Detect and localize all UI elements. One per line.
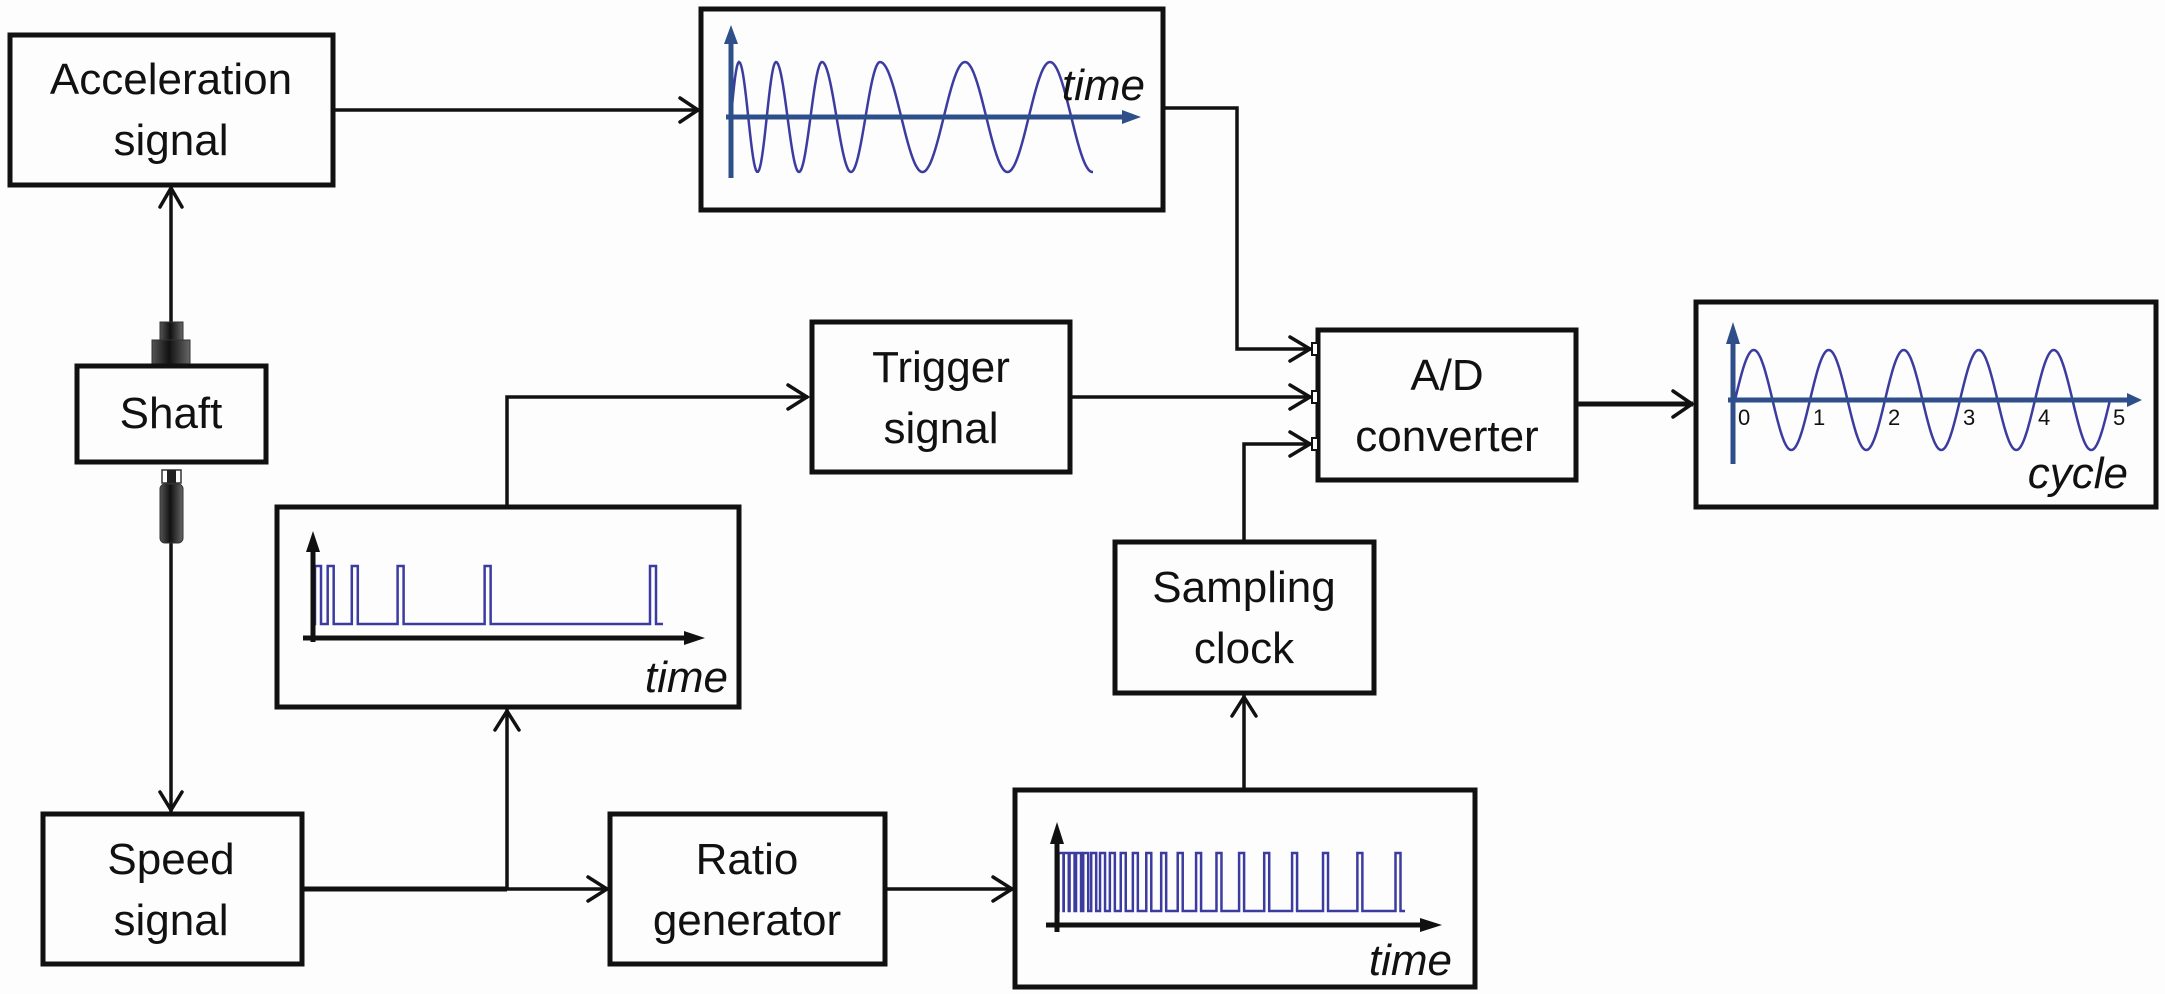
x-tick-label: 2 [1888, 405, 1900, 430]
block-ratio-generator: Ratio generator [607, 811, 888, 967]
block-label: signal [884, 404, 999, 453]
arrow-into-pulses [493, 707, 521, 732]
arrow-into-trigger [786, 383, 811, 411]
arrow-adc-input-1 [1288, 335, 1314, 363]
block-label: converter [1355, 412, 1538, 461]
plot-clock-pulses: time [1012, 787, 1478, 990]
x-axis-arrow-icon [684, 631, 705, 645]
x-tick-label: 5 [2113, 405, 2125, 430]
block-shaft: Shaft [74, 363, 269, 465]
arrow-adc-input-2 [1288, 383, 1314, 411]
block-label: Shaft [120, 389, 223, 438]
block-label: generator [653, 896, 841, 945]
block-label: Acceleration [50, 55, 292, 104]
block-label: clock [1194, 624, 1295, 673]
block-trigger-signal: Trigger signal [809, 319, 1073, 475]
adc-input-port [1311, 390, 1319, 404]
block-label: Trigger [872, 343, 1010, 392]
block-ad-converter: A/D converter [1311, 327, 1579, 483]
arrow-up-acceleration [158, 184, 184, 209]
x-axis-label: time [1369, 936, 1452, 985]
y-axis-arrow-icon [724, 25, 738, 44]
block-label: A/D [1410, 351, 1483, 400]
plot-acceleration-waveform: time [698, 6, 1166, 213]
x-axis-label: time [1062, 61, 1145, 110]
y-axis-arrow-icon [1050, 822, 1064, 844]
x-axis-arrow-icon [2127, 393, 2142, 407]
plot-trigger-pulses: time [274, 504, 742, 710]
x-axis-label: time [645, 653, 728, 702]
arrow-into-output [1671, 389, 1696, 419]
x-tick-label: 0 [1738, 405, 1750, 430]
connections [158, 96, 1696, 903]
arrow-into-clock-waveform [991, 875, 1016, 903]
x-tick-label: 3 [1963, 405, 1975, 430]
x-tick-label: 1 [1813, 405, 1825, 430]
block-label: signal [114, 116, 229, 165]
arrow-down-speed [158, 790, 184, 814]
arrow-into-ratio [586, 875, 611, 903]
speed-probe-sensor-icon [159, 469, 184, 544]
trigger-pulse-trace [313, 564, 663, 626]
clock-pulse-trace [1057, 851, 1405, 913]
sampling-to-adc-wire [1242, 442, 1312, 541]
arrow-adc-input-3 [1288, 430, 1314, 458]
y-axis-arrow-icon [306, 531, 320, 552]
accelerometer-sensor-icon [151, 321, 191, 366]
block-label: Ratio [696, 835, 799, 884]
x-tick-label: 4 [2038, 405, 2050, 430]
arrow-into-accel-waveform [678, 96, 702, 124]
pulses-to-trigger-wire [505, 395, 808, 506]
block-sampling-clock: Sampling clock [1112, 539, 1377, 696]
plot-resampled-output: 0 1 2 3 4 5 cycle [1693, 299, 2159, 510]
block-speed-signal: Speed signal [40, 811, 305, 967]
block-label: Speed [107, 835, 234, 884]
arrow-into-sampling [1230, 693, 1258, 718]
block-label: signal [114, 896, 229, 945]
adc-input-port [1311, 437, 1319, 451]
block-label: Sampling [1152, 563, 1335, 612]
acceleration-wave-trace [729, 60, 1093, 174]
x-axis-arrow-icon [1122, 110, 1141, 124]
x-axis-label: cycle [2028, 449, 2128, 498]
y-axis-arrow-icon [1726, 322, 1740, 344]
adc-input-port [1311, 342, 1319, 356]
x-tick-labels: 0 1 2 3 4 5 [1738, 405, 2125, 430]
x-axis-arrow-icon [1420, 918, 1442, 932]
block-acceleration-signal: Acceleration signal [7, 32, 336, 188]
waveform-to-adc-wire [1164, 106, 1312, 351]
